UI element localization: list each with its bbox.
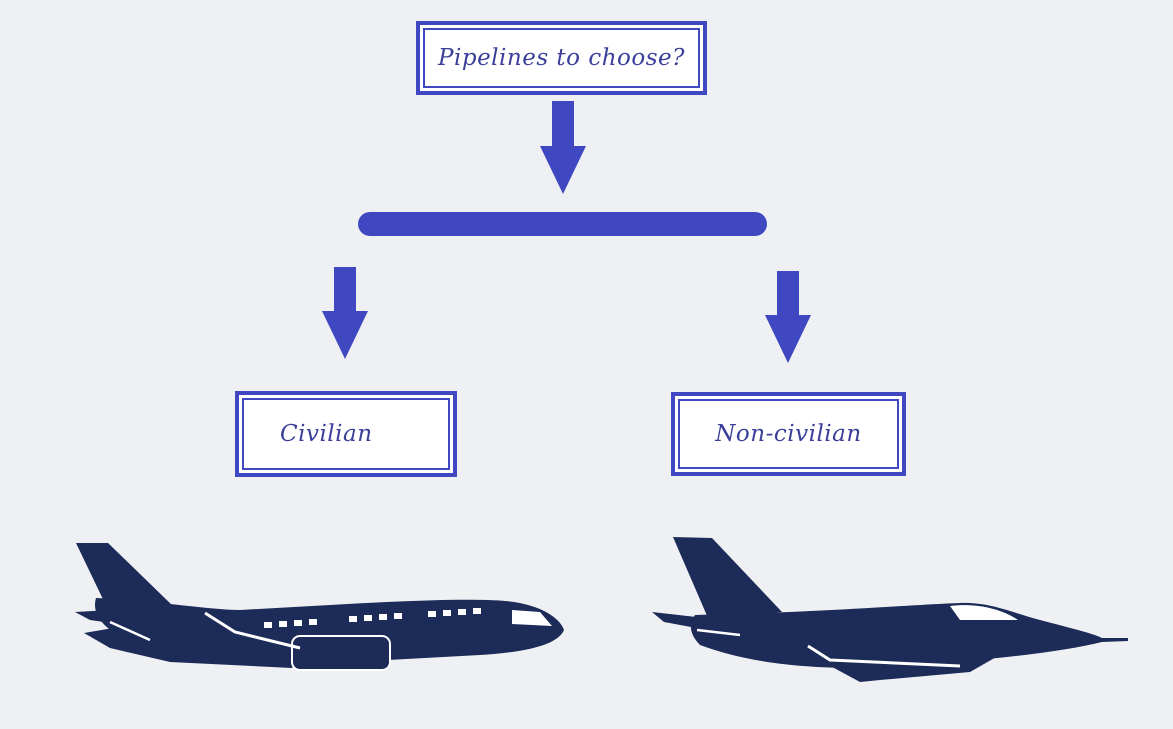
down-arrow-root — [540, 101, 586, 194]
down-arrow-non-civilian — [765, 271, 811, 363]
non-civilian-box: Non-civilian — [671, 392, 906, 476]
civilian-label: Civilian — [280, 421, 373, 447]
root-question-label: Pipelines to choose? — [438, 45, 685, 71]
root-question-box: Pipelines to choose? — [416, 21, 707, 95]
root-question-inner: Pipelines to choose? — [423, 28, 700, 88]
fighter-jet-icon — [652, 537, 1128, 682]
non-civilian-label: Non-civilian — [715, 421, 862, 447]
down-arrow-civilian — [322, 267, 368, 359]
civilian-inner: Civilian — [242, 398, 450, 470]
civilian-box: Civilian — [235, 391, 457, 477]
split-bar — [358, 212, 767, 236]
non-civilian-inner: Non-civilian — [678, 399, 899, 469]
airliner-icon — [75, 543, 564, 671]
